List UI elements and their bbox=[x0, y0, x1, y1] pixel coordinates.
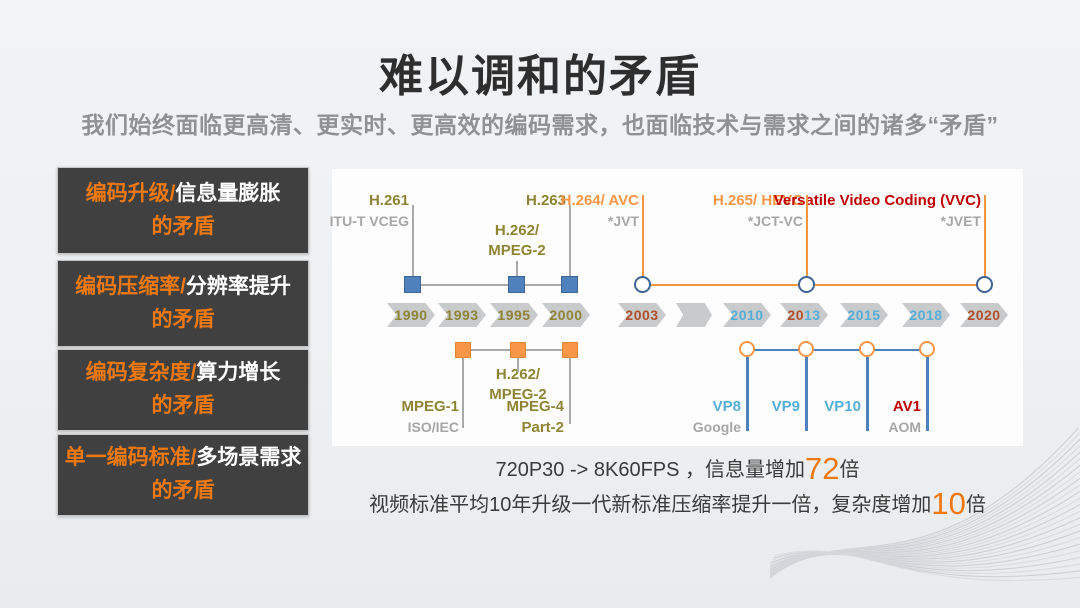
label-av1: AV1 bbox=[892, 398, 921, 415]
label-h262: H.262/ MPEG-2 bbox=[488, 222, 546, 260]
year-chevron-1990: 1990 bbox=[387, 303, 435, 327]
label-vp8: VP8 bbox=[712, 398, 741, 415]
year-chevron-2003: 2003 bbox=[618, 303, 666, 327]
node-h262-1995 bbox=[508, 276, 525, 293]
label-mpeg2: H.262/ MPEG-2 bbox=[489, 366, 547, 404]
box-line-2: 的矛盾 bbox=[151, 479, 215, 502]
footnote-line-2: 视频标准平均10年升级一代新标准压缩率提升一倍，复杂度增加10倍 bbox=[369, 486, 986, 521]
node-h263-2000 bbox=[561, 276, 578, 293]
year-chevron-2000: 2000 bbox=[542, 303, 590, 327]
node-h261-1990 bbox=[404, 276, 421, 293]
box-line-2: 的矛盾 bbox=[151, 214, 215, 238]
year-chevron-1993: 1993 bbox=[438, 303, 486, 327]
connector-mpeg2 bbox=[517, 358, 519, 372]
label-h261: H.261 bbox=[368, 192, 409, 209]
connector-vvc bbox=[984, 195, 986, 277]
label-vvc-org: *JVET bbox=[940, 213, 981, 229]
contradiction-box-standard: 单一编码标准/多场景需求 的矛盾 bbox=[57, 434, 309, 516]
contradiction-box-complexity: 编码复杂度/算力增长 的矛盾 bbox=[57, 349, 309, 431]
label-h265-org: *JCT-VC bbox=[747, 213, 803, 229]
box-line-2: 的矛盾 bbox=[151, 394, 215, 417]
label-h263: H.263 bbox=[525, 192, 566, 209]
node-vvc-2020 bbox=[976, 276, 993, 293]
footnote-line-1: 720P30 -> 8K60FPS ，信息量增加72倍 bbox=[495, 451, 860, 486]
wave-decoration bbox=[770, 428, 1080, 582]
box-line-1: 编码复杂度/算力增长 bbox=[85, 361, 281, 385]
connector-vp10 bbox=[866, 357, 869, 431]
box-line-1: 单一编码标准/多场景需求 bbox=[64, 446, 302, 470]
footnote-block: 720P30 -> 8K60FPS ，信息量增加72倍 视频标准平均10年升级一… bbox=[332, 452, 1023, 522]
label-h264-avc: H.264/ AVC bbox=[560, 192, 639, 209]
box-line-1: 编码升级/信息量膨胀 bbox=[85, 181, 281, 205]
connector-h262 bbox=[516, 261, 518, 277]
label-mpeg1-org: ISO/IEC bbox=[407, 419, 459, 435]
year-chevron-blank bbox=[676, 303, 712, 327]
box-line-2: 的矛盾 bbox=[151, 307, 215, 331]
connector-h261 bbox=[412, 205, 414, 277]
node-mpeg1-1993 bbox=[455, 342, 471, 358]
label-vp8-org: Google bbox=[692, 419, 741, 435]
connector-mpeg1 bbox=[462, 358, 464, 428]
connector-h263 bbox=[569, 205, 571, 277]
label-av1-org: AOM bbox=[888, 419, 921, 435]
connector-av1 bbox=[926, 357, 929, 431]
node-vp9-2013 bbox=[798, 341, 814, 357]
page-subtitle: 我们始终面临更高清、更实时、更高效的编码需求，也面临技术与需求之间的诸多“矛盾” bbox=[81, 112, 999, 138]
connector-vp9 bbox=[805, 357, 808, 431]
node-h265-2013 bbox=[798, 276, 815, 293]
year-chevron-1995: 1995 bbox=[490, 303, 538, 327]
label-h264-org: *JVT bbox=[607, 213, 639, 229]
label-vp9: VP9 bbox=[771, 398, 800, 415]
node-mpeg4-2000 bbox=[562, 342, 578, 358]
label-mpeg4: MPEG-4 bbox=[506, 398, 564, 415]
label-mpeg4-part2: Part-2 bbox=[521, 419, 564, 436]
label-mpeg1: MPEG-1 bbox=[401, 398, 459, 415]
year-chevron-2020: 2020 bbox=[960, 303, 1008, 327]
footnote-big-10: 10 bbox=[931, 486, 966, 521]
aom-axis bbox=[747, 349, 927, 351]
year-chevron-2010: 2010 bbox=[723, 303, 771, 327]
node-vp8-2010 bbox=[739, 341, 755, 357]
node-h264-2003 bbox=[634, 276, 651, 293]
box-line-1: 编码压缩率/分辨率提升 bbox=[75, 274, 291, 298]
label-h265-hevc: H.265/ HEVC bbox=[712, 192, 803, 209]
node-vp10-2015 bbox=[859, 341, 875, 357]
label-vp10: VP10 bbox=[824, 398, 861, 415]
connector-h264 bbox=[642, 195, 644, 277]
label-h261-org: ITU-T VCEG bbox=[329, 213, 409, 229]
year-chevron-2018: 2018 bbox=[902, 303, 950, 327]
connector-mpeg4 bbox=[569, 358, 571, 424]
node-av1-2018 bbox=[919, 341, 935, 357]
node-mpeg2-1995 bbox=[510, 342, 526, 358]
connector-vp8 bbox=[746, 357, 749, 431]
itu-early-axis bbox=[413, 284, 570, 286]
contradiction-box-upgrade: 编码升级/信息量膨胀 的矛盾 bbox=[57, 167, 309, 254]
year-chevron-2015: 2015 bbox=[840, 303, 888, 327]
label-vvc: Versatile Video Coding (VVC) bbox=[773, 192, 981, 209]
timeline-panel: H.261 ITU-T VCEG H.262/ MPEG-2 H.263 H.2… bbox=[329, 169, 1023, 446]
connector-h265 bbox=[806, 195, 808, 277]
footnote-big-72: 72 bbox=[805, 451, 840, 486]
contradiction-box-compression: 编码压缩率/分辨率提升 的矛盾 bbox=[57, 260, 309, 347]
page-title: 难以调和的矛盾 bbox=[379, 52, 701, 101]
